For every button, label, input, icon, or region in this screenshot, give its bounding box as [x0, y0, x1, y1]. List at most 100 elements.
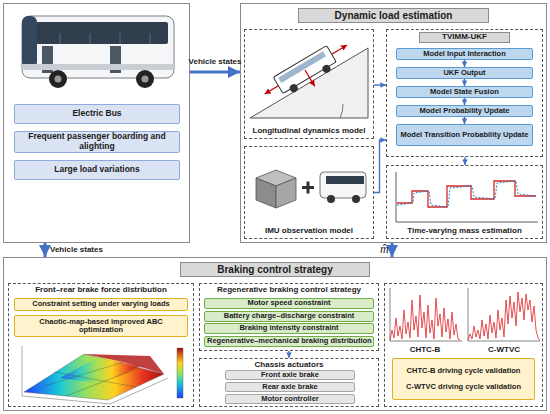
bus-illustration: [142, 76, 149, 83]
slope-model: [332, 45, 347, 54]
process-step: UKF Output: [396, 67, 533, 79]
flow-arrow: [288, 351, 289, 358]
imu-illustration: [320, 172, 366, 198]
cycle-chart: [390, 288, 540, 341]
bus-illustration: [120, 33, 121, 44]
actuator-box: Motor controller: [225, 394, 355, 404]
slope-model: [273, 46, 336, 94]
flow-arrow: [464, 157, 465, 165]
node-text: Frequent passenger boarding and alightin…: [15, 132, 179, 151]
section-panel: Braking control strategyFront–rear brake…: [3, 257, 547, 411]
actuator-box: Front axle brake: [225, 370, 355, 380]
surface-plot: [22, 346, 183, 404]
slope-model: [278, 51, 326, 83]
panel-heading: Front–rear brake force distribution: [9, 284, 193, 297]
actuator-box: Rear axle brake: [225, 382, 355, 392]
bus-illustration: [55, 76, 62, 83]
sub-panel: Longitudinal dynamics model: [244, 29, 374, 139]
panel-heading: TVIMM-UKF: [419, 32, 510, 43]
process-step: Model Probability Update: [396, 105, 533, 117]
surface-plot: [22, 346, 23, 396]
slope-model: [250, 36, 368, 118]
method-box: Chaotic-map-based improved ABC optimizat…: [14, 315, 188, 337]
node-text: CHTC-B driving cycle validation: [393, 367, 534, 375]
imu-illustration: [326, 176, 364, 184]
section-panel: Dynamic load estimationLongitudinal dyna…: [240, 3, 547, 243]
edge-label: Vehicle states: [189, 57, 242, 66]
node-text: Model Probability Update: [397, 107, 532, 115]
node-text: C-WTVC driving cycle validation: [393, 383, 534, 391]
bus-illustration: [49, 70, 67, 88]
bus-illustration: [22, 16, 174, 88]
sub-panel: Time-varying mass estimation: [386, 165, 543, 239]
sub-panel: IMU observation model: [244, 146, 374, 239]
edge-label: m̂: [380, 242, 389, 257]
imu-illustration: [307, 182, 310, 194]
mass-chart: [396, 172, 538, 222]
panel-heading: Time-varying mass estimation: [387, 225, 542, 238]
process-step: Model Input Interaction: [396, 48, 533, 60]
surface-plot: [54, 372, 136, 387]
flow-arrow: [374, 84, 386, 85]
info-box: Frequent passenger boarding and alightin…: [14, 131, 180, 153]
flow-arrow: [374, 140, 386, 193]
flow-arrow: [464, 60, 465, 67]
node-text: Motor speed constraint: [205, 299, 373, 307]
imu-illustration: [256, 170, 366, 208]
chart-label: CHTC-B: [410, 345, 441, 354]
mass-chart: [396, 172, 538, 222]
flow-arrow: [391, 243, 394, 257]
panel-heading: Regenerative braking control strategy: [200, 284, 378, 297]
process-step: Model State Fusion: [396, 86, 533, 98]
slope-model: [265, 86, 279, 94]
panel-heading: Braking control strategy: [180, 262, 370, 277]
method-box: CHTC-B driving cycle validationC-WTVC dr…: [392, 358, 535, 400]
node-text: Front axle brake: [226, 371, 354, 379]
edge-label: Vehicle states: [50, 245, 103, 254]
node-text: Electric Bus: [15, 109, 179, 119]
panel-heading: Longitudinal dynamics model: [245, 125, 373, 138]
surface-plot: [24, 354, 164, 400]
node-text: Braking intensity constraint: [205, 324, 373, 332]
section-panel: Electric BusFrequent passenger boarding …: [3, 3, 190, 243]
node-text: Battery charge–discharge constraint: [205, 312, 373, 320]
surface-plot: [177, 348, 183, 398]
bus-illustration: [22, 64, 174, 70]
flow-arrow: [464, 98, 465, 105]
imu-illustration: [352, 195, 360, 203]
panel-heading: IMU observation model: [245, 225, 373, 238]
constraint-box: Motor speed constraint: [204, 298, 374, 309]
constraint-box: Regenerative–mechanical braking distribu…: [204, 336, 374, 347]
flow-arrow: [190, 71, 240, 74]
bus-illustration: [22, 16, 37, 68]
bus-illustration: [90, 33, 91, 44]
mass-chart: [397, 181, 536, 207]
cycle-chart: [390, 295, 460, 340]
flow-arrow: [464, 117, 465, 124]
constraint-box: Battery charge–discharge constraint: [204, 311, 374, 322]
node-text: Constraint setting under varying loads: [15, 300, 187, 308]
sub-panel: TVIMM-UKF Model Input InteractionUKF Outp…: [386, 29, 543, 157]
node-text: UKF Output: [397, 69, 532, 77]
method-box: Constraint setting under varying loads: [14, 298, 188, 311]
node-text: Model Transition Probability Update: [397, 131, 532, 139]
bus-illustration: [150, 33, 151, 44]
slope-model: [259, 36, 356, 110]
flow-arrow: [44, 243, 47, 257]
cycle-chart: [468, 288, 540, 341]
node-text: Model State Fusion: [397, 88, 532, 96]
bus-illustration: [36, 22, 168, 44]
constraint-box: Braking intensity constraint: [204, 323, 374, 334]
bus-illustration: [60, 33, 61, 44]
chart-label: C-WTVC: [488, 345, 520, 354]
node-text: Large load variations: [15, 165, 179, 175]
info-box: Large load variations: [14, 160, 180, 180]
cycle-chart: [468, 292, 540, 340]
cycle-chart: [390, 288, 462, 341]
node-text: Regenerative–mechanical braking distribu…: [205, 337, 373, 345]
sub-panel: Chassis actuatorsFront axle brakeRear ax…: [199, 358, 379, 407]
sub-panel: Front–rear brake force distributionConst…: [8, 283, 194, 407]
info-box: Electric Bus: [14, 104, 180, 124]
